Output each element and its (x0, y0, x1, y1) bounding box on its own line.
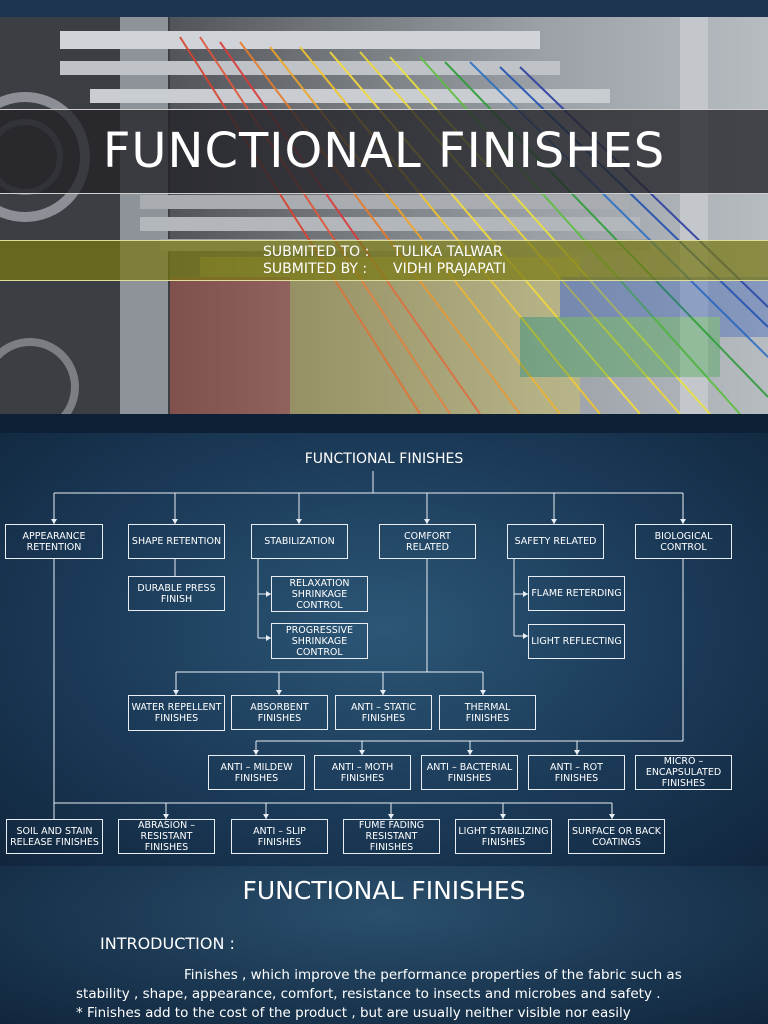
box-soil-stain-release: SOIL AND STAIN RELEASE FINISHES (6, 819, 103, 854)
loom-illustration (0, 17, 768, 414)
box-anti-mildew: ANTI – MILDEW FINISHES (208, 755, 305, 790)
title-slide: FUNCTIONAL FINISHES SUBMITED TO : TULIKA … (0, 0, 768, 414)
submitted-by-row: SUBMITED BY : VIDHI PRAJAPATI (263, 261, 663, 277)
box-water-repellent: WATER REPELLENT FINISHES (128, 695, 225, 731)
box-progressive-shrinkage: PROGRESSIVE SHRINKAGE CONTROL (271, 623, 368, 659)
box-surface-back-coatings: SURFACE OR BACK COATINGS (568, 819, 665, 854)
box-anti-static: ANTI – STATIC FINISHES (335, 695, 432, 730)
box-absorbent: ABSORBENT FINISHES (231, 695, 328, 730)
box-fume-fading: FUME FADING RESISTANT FINISHES (343, 819, 440, 854)
box-abrasion-resistant: ABRASION – RESISTANT FINISHES (118, 819, 215, 854)
connector-lines (51, 471, 686, 819)
intro-heading: INTRODUCTION : (100, 934, 235, 953)
box-relaxation-shrinkage: RELAXATION SHRINKAGE CONTROL (271, 576, 368, 612)
box-anti-slip: ANTI – SLIP FINISHES (231, 819, 328, 854)
box-light-stabilizing: LIGHT STABILIZING FINISHES (455, 819, 552, 854)
submitted-to-row: SUBMITED TO : TULIKA TALWAR (263, 244, 663, 260)
title-band: FUNCTIONAL FINISHES (0, 109, 768, 194)
box-shape-retention: SHAPE RETENTION (128, 524, 225, 559)
box-comfort-related: COMFORT RELATED (379, 524, 476, 559)
box-flame-reterding: FLAME RETERDING (528, 576, 625, 611)
diagram-title: FUNCTIONAL FINISHES (304, 451, 464, 467)
submitted-to-value: TULIKA TALWAR (393, 244, 503, 260)
box-anti-moth: ANTI – MOTH FINISHES (314, 755, 411, 790)
intro-paragraph-1: Finishes , which improve the performance… (76, 966, 696, 1004)
box-safety-related: SAFETY RELATED (507, 524, 604, 559)
submission-band: SUBMITED TO : TULIKA TALWAR SUBMITED BY :… (0, 240, 768, 281)
box-light-reflecting: LIGHT REFLECTING (528, 624, 625, 659)
box-anti-bacterial: ANTI – BACTERIAL FINISHES (421, 755, 518, 790)
box-thermal: THERMAL FINISHES (439, 695, 536, 730)
submitted-by-label: SUBMITED BY : (263, 261, 368, 277)
intro-paragraph-2: * Finishes add to the cost of the produc… (76, 1005, 631, 1021)
box-appearance-retention: APPEARANCE RETENTION (5, 524, 103, 559)
box-durable-press: DURABLE PRESS FINISH (128, 576, 225, 611)
loom-photo (0, 17, 768, 414)
intro-body: Finishes , which improve the performance… (76, 966, 696, 1024)
diagram-slide: FUNCTIONAL FINISHES (0, 433, 768, 866)
submitted-to-label: SUBMITED TO : (263, 244, 370, 260)
box-stabilization: STABILIZATION (251, 524, 348, 559)
slide-title: FUNCTIONAL FINISHES (102, 123, 666, 179)
box-biological-control: BIOLOGICAL CONTROL (635, 524, 732, 559)
intro-slide: FUNCTIONAL FINISHES INTRODUCTION : Finis… (0, 866, 768, 1024)
intro-paragraph-1-text: Finishes , which improve the performance… (76, 967, 682, 1002)
intro-slide-title: FUNCTIONAL FINISHES (242, 876, 526, 905)
box-anti-rot: ANTI – ROT FINISHES (528, 755, 625, 790)
box-micro-encapsulated: MICRO – ENCAPSULATED FINISHES (635, 755, 732, 790)
submitted-by-value: VIDHI PRAJAPATI (393, 261, 506, 277)
